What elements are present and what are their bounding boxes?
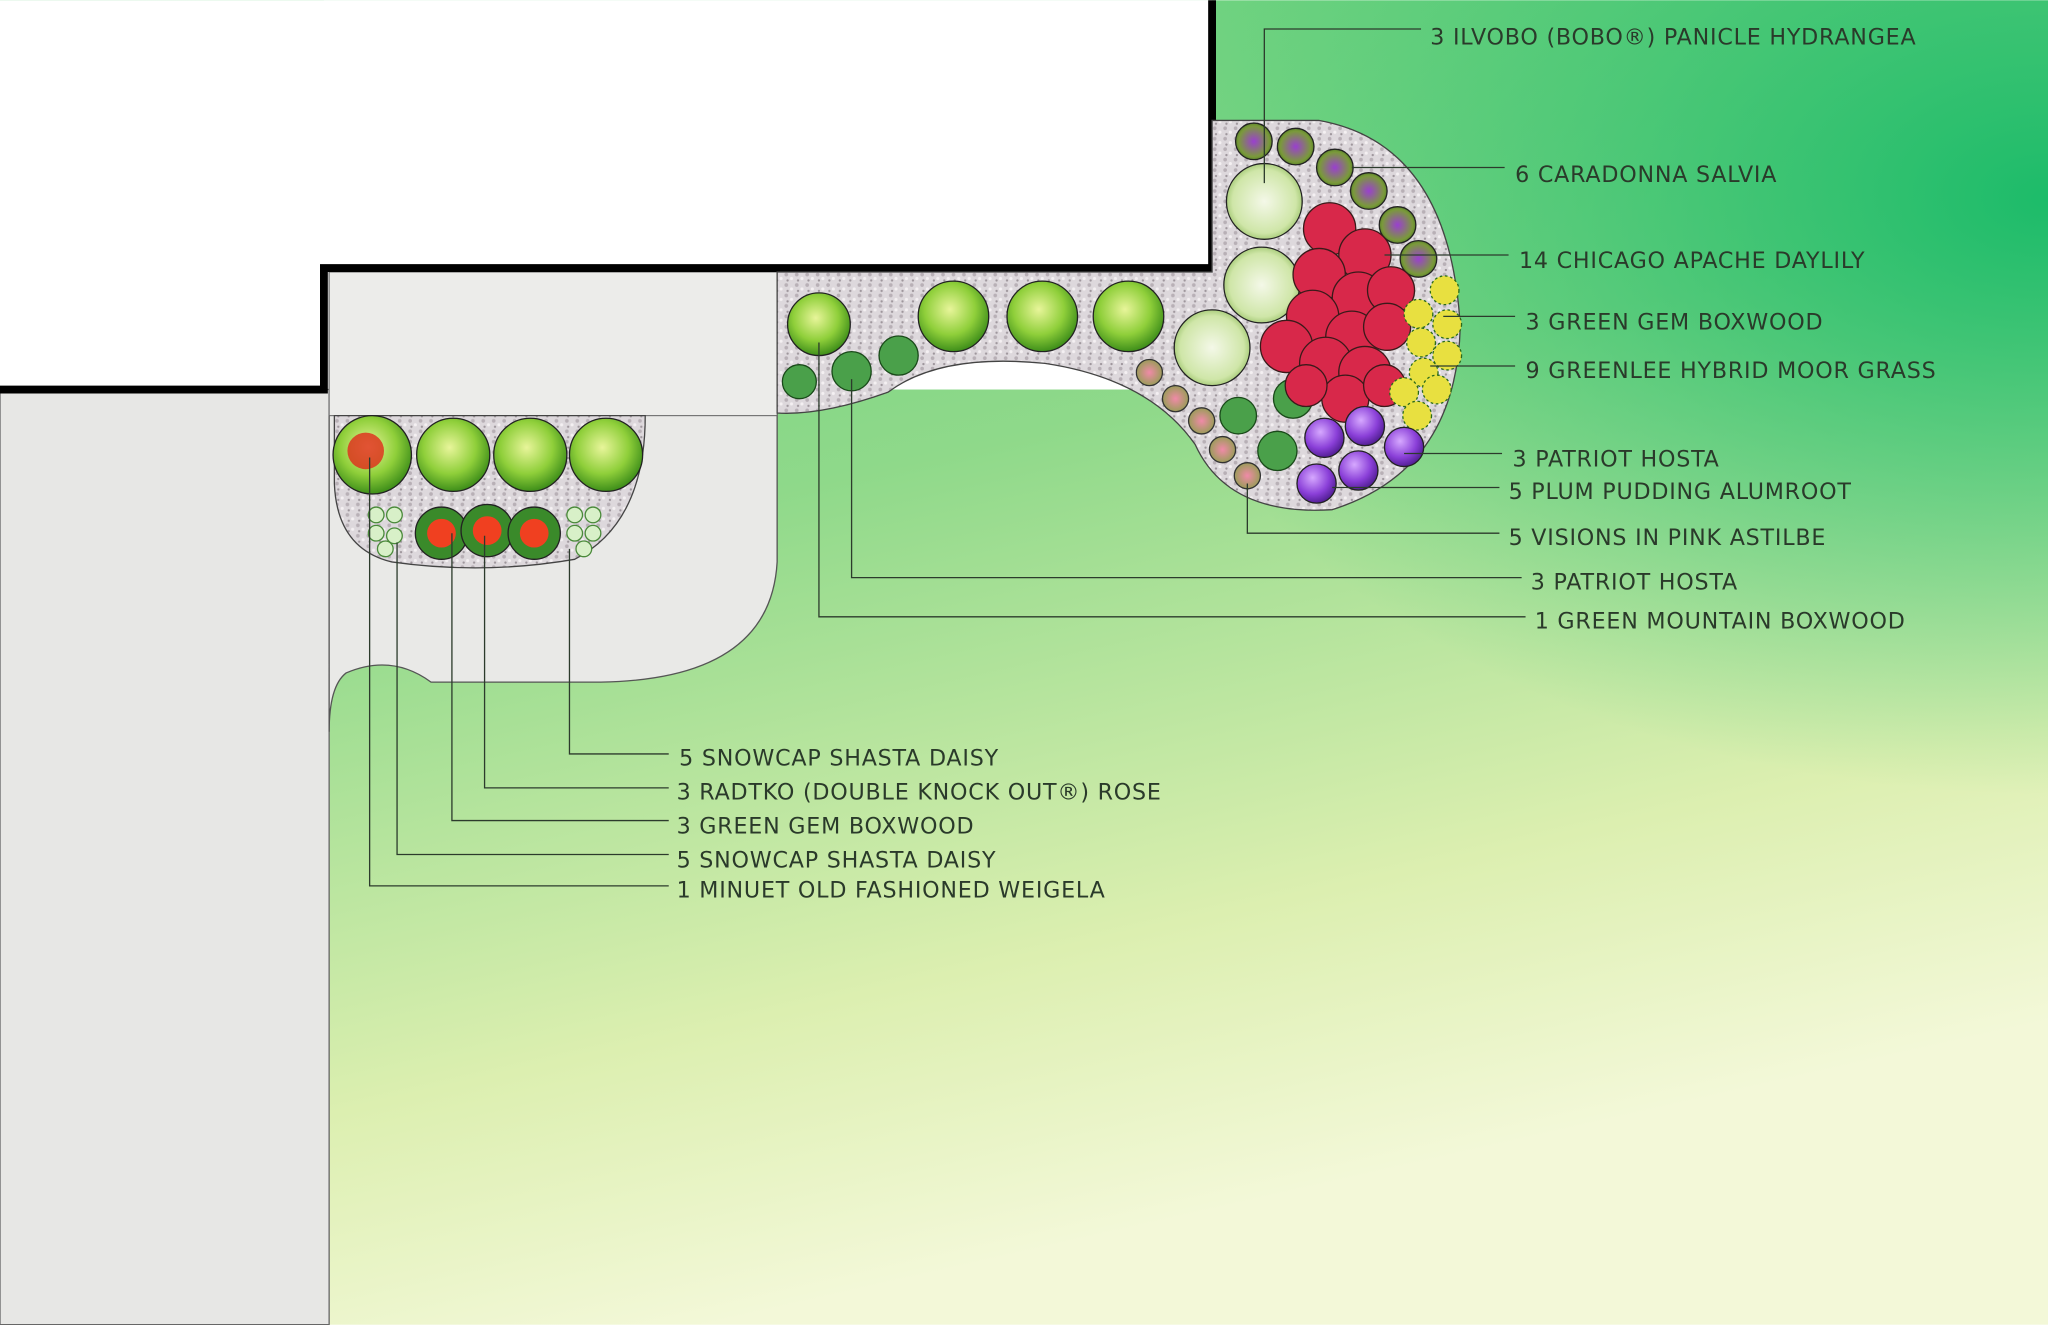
panicle-hydrangea	[1173, 162, 1303, 387]
plant-label: 3 PATRIOT HOSTA	[1531, 569, 1738, 595]
plant-label: 1 GREEN MOUNTAIN BOXWOOD	[1535, 609, 1906, 635]
plant-label: 3 ILVOBO (BOBO®) PANICLE HYDRANGEA	[1430, 25, 1916, 51]
visions-in-pink-astilbe	[1135, 358, 1262, 490]
plant-label: 5 VISIONS IN PINK ASTILBE	[1509, 525, 1827, 551]
driveway-paving	[0, 388, 330, 1325]
plant-label: 3 GREEN GEM BOXWOOD	[1526, 309, 1824, 335]
plant-label: 9 GREENLEE HYBRID MOOR GRASS	[1526, 358, 1937, 384]
plant-label: 5 SNOWCAP SHASTA DAISY	[679, 746, 999, 772]
moor-grass	[1389, 275, 1463, 431]
weigela-shrub	[332, 414, 413, 495]
boxwood-shrub	[415, 417, 491, 493]
rose-shrub	[414, 506, 469, 560]
leader-lines-left	[368, 457, 669, 887]
plant-label: 1 MINUET OLD FASHIONED WEIGELA	[677, 878, 1106, 904]
building-interior	[323, 0, 1213, 269]
caradonna-salvia	[1234, 122, 1438, 278]
plum-pudding-alumroot	[1296, 405, 1425, 504]
patriot-hosta	[781, 335, 1314, 472]
plant-label: 3 PATRIOT HOSTA	[1512, 447, 1719, 473]
rose-shrub	[507, 506, 561, 560]
plant-label: 6 CARADONNA SALVIA	[1515, 162, 1777, 188]
plant-label: 5 PLUM PUDDING ALUMROOT	[1509, 479, 1852, 505]
plant-label: 14 CHICAGO APACHE DAYLILY	[1519, 248, 1865, 274]
leader-lines-right	[818, 28, 1526, 618]
boxwood-shrub	[917, 280, 1165, 353]
plant-label: 3 RADTKO (DOUBLE KNOCK OUT®) ROSE	[677, 780, 1162, 806]
shasta-daisy-group	[367, 506, 602, 558]
plant-label: 5 SNOWCAP SHASTA DAISY	[677, 848, 997, 874]
patio-step	[328, 271, 778, 417]
rose-shrub	[460, 503, 514, 558]
boxwood-shrub	[568, 417, 644, 493]
boxwood-shrub	[493, 417, 568, 493]
plant-label: 3 GREEN GEM BOXWOOD	[677, 814, 975, 840]
